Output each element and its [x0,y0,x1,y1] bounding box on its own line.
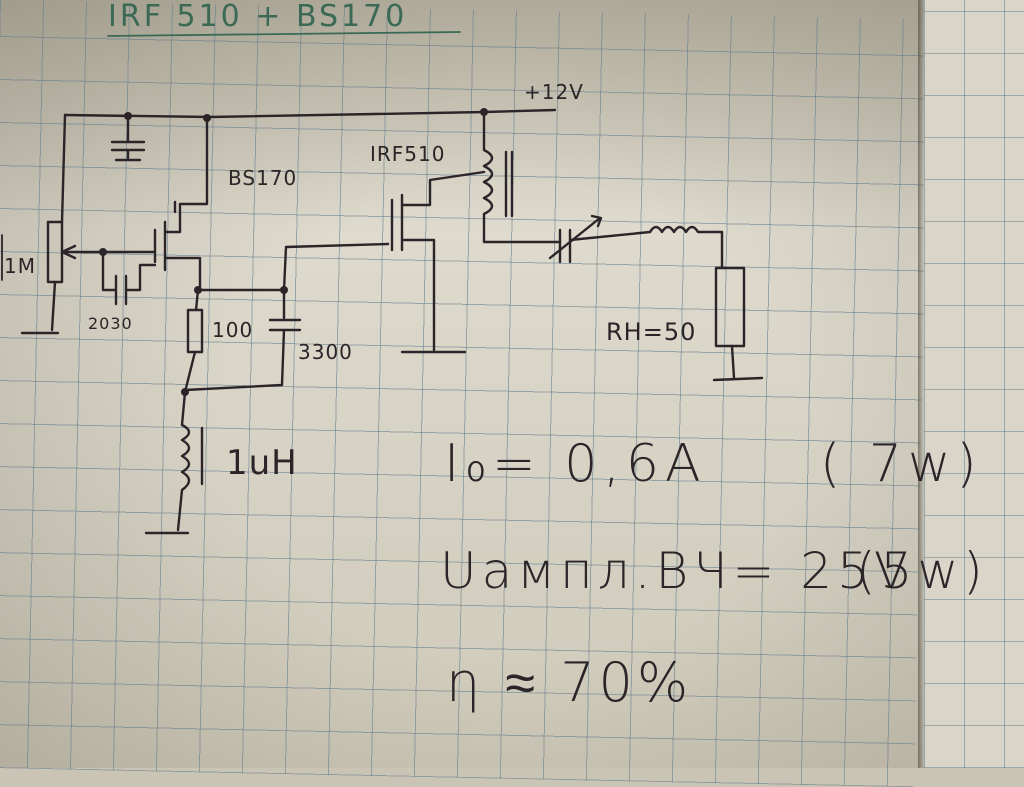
current-power: ( 7w) [820,434,983,494]
trimmer-capacitor [101,250,157,306]
cap-3300-label: 3300 [298,340,353,364]
current-formula: I₀= 0,6A [444,434,707,494]
efficiency-formula: η ≈ 70% [446,651,693,714]
resistor-wire [183,350,197,394]
title-underline [107,31,461,37]
load-label: RH=50 [606,318,697,346]
capacitor-3300 [183,288,302,392]
bs170-transistor [153,116,209,292]
resistor-100 [186,308,204,354]
load-resistor [714,266,746,348]
facing-page [924,0,1024,768]
input-pot-label: 1M [4,254,36,278]
pot-top-wire [60,113,67,224]
irf510-label: IRF510 [370,142,446,166]
circuit-schematic [1,31,764,535]
schematic-title: IRF 510 + BS170 [108,0,408,34]
load-ground [712,344,764,382]
bs170-label: BS170 [228,166,298,190]
top-decoupling-capacitor [110,114,146,162]
wiper-arrow [60,244,77,260]
voltage-power: (5w) [856,542,988,600]
notebook-gutter [918,0,924,768]
input-potentiometer [46,220,64,284]
choke-1uh [176,390,191,532]
resistor-wire [194,288,200,312]
voltage-formula: Uампл.ВЧ= 25V [440,542,914,600]
irf510-transistor [386,170,486,354]
pot-ground [20,280,60,335]
supply-label: +12V [524,80,584,104]
choke-label: 1uH [226,443,298,483]
gate-drive-wire [282,242,390,292]
supply-rail [63,108,557,119]
output-inductor [648,225,724,270]
resistor-100-label: 100 [212,318,254,342]
trimmer-cap-label: 2030 [88,314,133,333]
drain-transformer [482,110,562,244]
output-trimmer-capacitor [558,228,652,264]
trimmer-arrow [548,214,603,260]
transformer-core [504,150,514,218]
